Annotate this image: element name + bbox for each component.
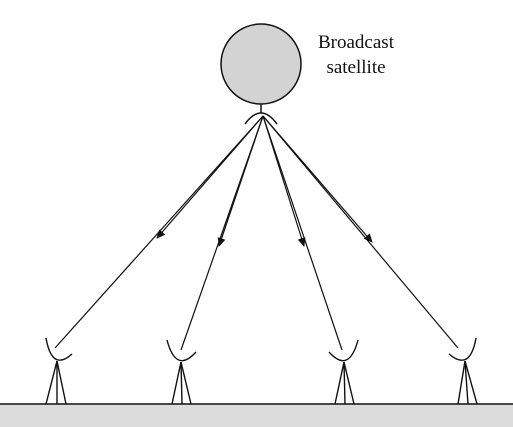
receiver-stand-center xyxy=(180,361,183,405)
receiver-stand-center xyxy=(343,361,346,405)
receiver-stand-right xyxy=(180,361,192,405)
satellite-body xyxy=(220,23,302,105)
receiver-stand-right xyxy=(343,361,355,405)
receiver-4 xyxy=(448,337,478,405)
receiver-2 xyxy=(166,339,197,405)
beam-3 xyxy=(262,115,343,351)
receiver-dish-icon xyxy=(45,337,73,361)
receiver-stand-right xyxy=(464,360,478,405)
receiver-stand-right xyxy=(56,360,67,405)
receiver-dish-icon xyxy=(166,339,197,362)
receiver-dish-icon xyxy=(448,337,477,361)
ground xyxy=(0,404,513,427)
satellite-label-line2: satellite xyxy=(326,57,385,78)
satellite-dish-icon xyxy=(244,112,278,125)
receiver-3 xyxy=(328,339,359,405)
beam-4-arrow xyxy=(262,115,373,243)
beam-4 xyxy=(262,115,459,349)
beam-3-arrow xyxy=(262,115,306,247)
receiver-stand-center xyxy=(464,360,469,405)
receiver-stand-left xyxy=(457,360,466,405)
beam-2-arrow xyxy=(217,115,264,247)
beam-1 xyxy=(54,115,264,349)
receiver-stand-left xyxy=(334,361,345,405)
receiver-stand-left xyxy=(171,361,182,405)
beam-1-arrow xyxy=(156,115,264,239)
satellite-label-line1: Broadcast xyxy=(318,32,395,53)
receiver-stand-left xyxy=(45,360,58,405)
receiver-dish-icon xyxy=(328,339,359,362)
signal-beams xyxy=(54,115,459,351)
receiver-1 xyxy=(45,337,73,405)
